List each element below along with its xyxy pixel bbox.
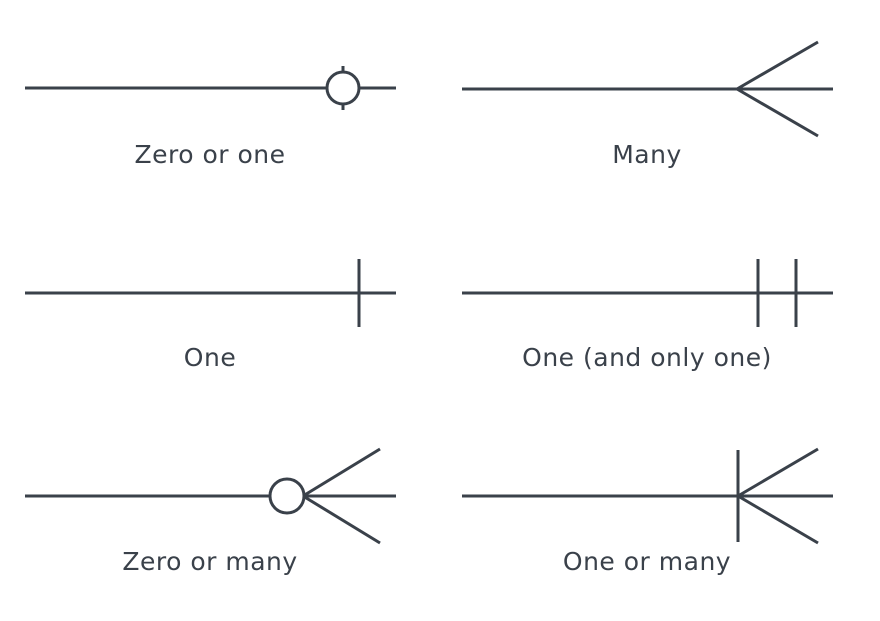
symbol-one-or-many: One or many (462, 447, 833, 576)
symbol-one: One (25, 259, 396, 372)
label-one: One (184, 343, 236, 372)
label-zero-or-one: Zero or one (134, 140, 285, 169)
crows-foot-upper (302, 447, 381, 498)
label-one-or-many: One or many (563, 547, 731, 576)
label-one-and-only-one: One (and only one) (522, 343, 772, 372)
symbol-zero-or-many: Zero or many (25, 447, 396, 576)
zero-circle (325, 70, 361, 106)
zero-circle (268, 477, 306, 515)
label-zero-or-many: Zero or many (122, 547, 297, 576)
crows-foot-upper (737, 447, 819, 498)
crows-foot-upper (736, 40, 819, 91)
crows-foot-lower (302, 494, 381, 545)
symbol-zero-or-one: Zero or one (25, 66, 396, 169)
crows-foot-lower (737, 494, 819, 545)
symbol-many: Many (462, 40, 833, 169)
symbol-one-and-only-one: One (and only one) (462, 259, 833, 372)
label-many: Many (612, 140, 682, 169)
crows-foot-lower (736, 87, 819, 138)
